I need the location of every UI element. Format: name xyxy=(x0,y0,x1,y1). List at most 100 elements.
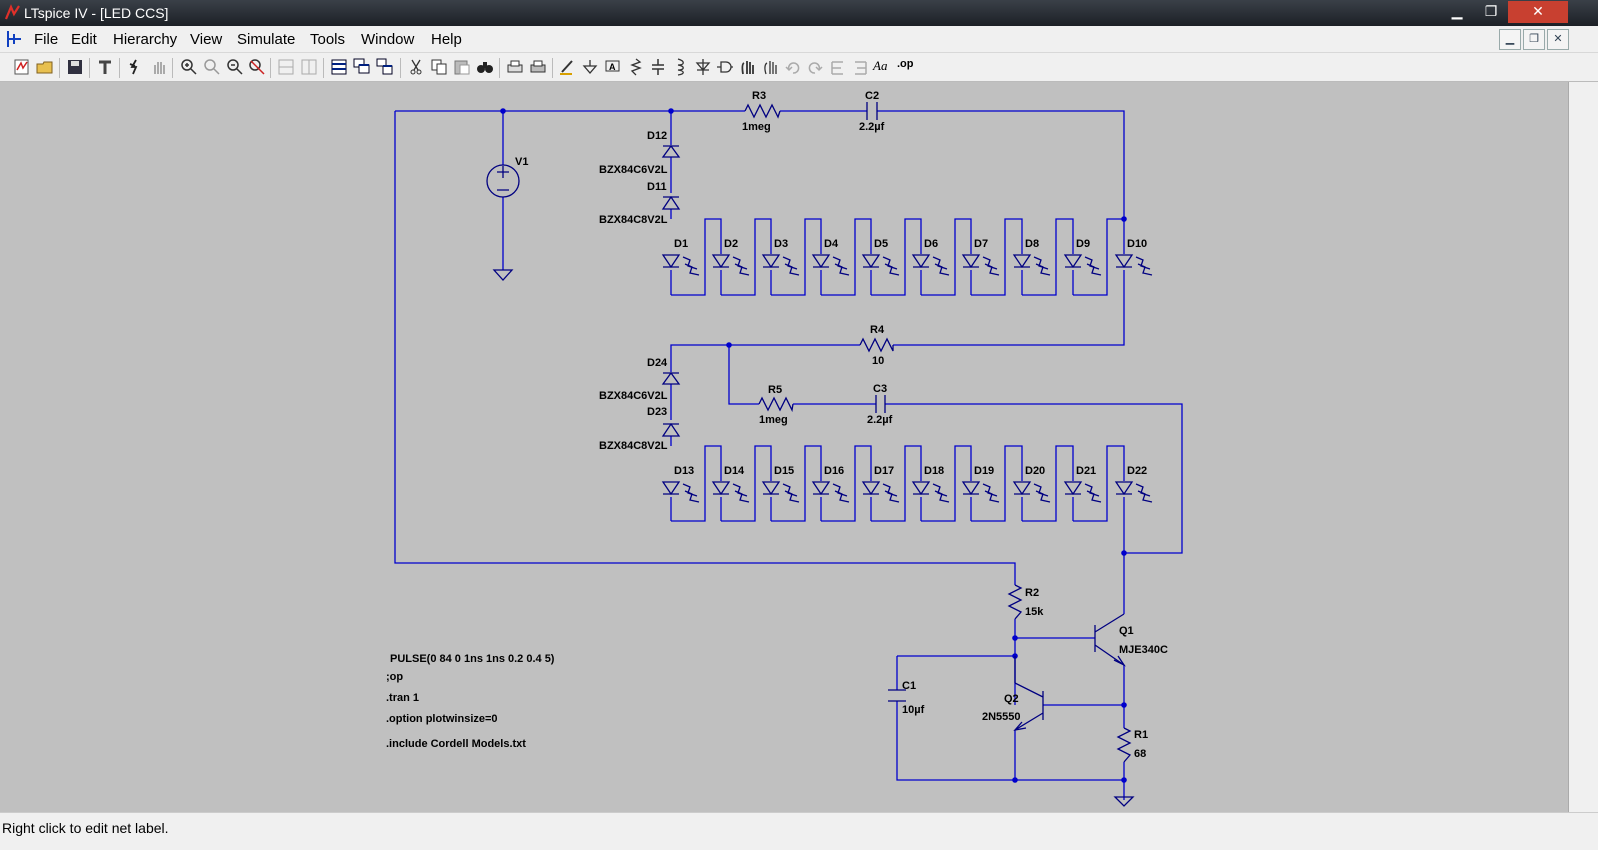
run-icon[interactable] xyxy=(126,58,144,76)
doc-minimize-button[interactable]: ▁ xyxy=(1499,29,1521,50)
save-icon[interactable] xyxy=(66,58,84,76)
resistor-r2[interactable]: R2 15k xyxy=(1007,584,1044,620)
led-bridge-wire[interactable] xyxy=(871,445,922,522)
led-bridge-wire[interactable] xyxy=(821,445,872,522)
text-icon[interactable]: Aa xyxy=(873,58,888,73)
voltage-source-v1[interactable]: V1 xyxy=(486,111,528,281)
led-bridge-wire[interactable] xyxy=(1022,218,1074,296)
led-d15[interactable]: D15 xyxy=(761,465,800,503)
wire-top[interactable] xyxy=(395,110,1125,219)
tile-vertical-icon[interactable] xyxy=(300,58,318,76)
led-d14[interactable]: D14 xyxy=(711,465,750,503)
transistor-q2[interactable]: Q2 2N5550 xyxy=(982,656,1044,731)
component-icon[interactable] xyxy=(716,58,734,76)
led-d9[interactable]: D9 xyxy=(1063,238,1102,276)
capacitor-c2[interactable]: C2 2.2µf xyxy=(859,90,885,133)
resistor-r4[interactable]: R4 10 xyxy=(859,324,894,367)
directive-include[interactable]: .include Cordell Models.txt xyxy=(386,738,526,750)
close-window-icon[interactable] xyxy=(353,58,371,76)
zener-d24[interactable]: D24 BZX84C6V2L xyxy=(599,357,681,446)
vertical-scrollbar[interactable] xyxy=(1569,82,1598,812)
led-d4[interactable]: D4 xyxy=(811,238,850,276)
directive-pulse[interactable]: PULSE(0 84 0 1ns 1ns 0.2 0.4 5) xyxy=(390,653,555,665)
led-d3[interactable]: D3 xyxy=(761,238,800,276)
tile-horizontal-icon[interactable] xyxy=(277,58,295,76)
menu-window[interactable]: Window xyxy=(361,31,415,48)
led-d16[interactable]: D16 xyxy=(811,465,850,503)
resistor-r3[interactable]: R3 1meg xyxy=(742,90,781,133)
led-bridge-wire[interactable] xyxy=(921,218,972,296)
led-d17[interactable]: D17 xyxy=(861,465,900,503)
menu-file[interactable]: File xyxy=(34,31,59,48)
led-d19[interactable]: D19 xyxy=(961,465,1000,503)
draw-wire-icon[interactable] xyxy=(558,58,576,76)
paste-icon[interactable] xyxy=(453,58,471,76)
menu-view[interactable]: View xyxy=(190,31,223,48)
transistor-q1[interactable]: Q1 MJE340C xyxy=(1094,613,1168,667)
diode-icon[interactable] xyxy=(694,58,712,76)
doc-close-button[interactable]: ✕ xyxy=(1547,29,1569,50)
zoom-cancel-icon[interactable] xyxy=(248,58,266,76)
zoom-in-icon[interactable] xyxy=(180,58,198,76)
led-d5[interactable]: D5 xyxy=(861,238,900,276)
resistor-r5[interactable]: R5 1meg xyxy=(758,384,794,426)
resistor-icon[interactable] xyxy=(627,58,645,76)
halt-icon[interactable] xyxy=(150,58,168,76)
schematic-canvas[interactable]: V1 R3 1meg C2 2.2µf D12 BZX84C6V2L D11 B… xyxy=(0,82,1569,812)
led-bridge-wire[interactable] xyxy=(821,218,872,296)
zoom-out-icon[interactable] xyxy=(226,58,244,76)
led-bridge-wire[interactable] xyxy=(871,218,922,296)
led-bridge-wire[interactable] xyxy=(671,218,722,296)
arrange-icon[interactable] xyxy=(376,58,394,76)
drag-icon[interactable] xyxy=(762,58,780,76)
led-bridge-wire[interactable] xyxy=(721,445,772,522)
maximize-button[interactable]: ❐ xyxy=(1484,4,1498,20)
ground-icon[interactable] xyxy=(581,58,599,76)
led-d1[interactable]: D1 xyxy=(661,238,700,276)
led-d6[interactable]: D6 xyxy=(911,238,950,276)
menu-edit[interactable]: Edit xyxy=(71,31,97,48)
led-d18[interactable]: D18 xyxy=(911,465,950,503)
menu-simulate[interactable]: Simulate xyxy=(237,31,296,48)
led-bridge-wire[interactable] xyxy=(1022,445,1074,522)
new-schematic-icon[interactable] xyxy=(13,58,31,76)
led-bridge-wire[interactable] xyxy=(721,218,772,296)
zoom-fit-icon[interactable] xyxy=(203,58,221,76)
led-d10[interactable]: D10 xyxy=(1114,238,1153,276)
cascade-icon[interactable] xyxy=(330,58,348,76)
led-d7[interactable]: D7 xyxy=(961,238,1000,276)
minimize-button[interactable]: ▁ xyxy=(1451,4,1463,20)
directive-tran[interactable]: .tran 1 xyxy=(386,692,419,704)
schematic-drawing[interactable]: V1 R3 1meg C2 2.2µf D12 BZX84C6V2L D11 B… xyxy=(0,82,1568,812)
wire-r5-c3[interactable] xyxy=(793,403,1183,554)
led-bridge-wire[interactable] xyxy=(971,218,1023,296)
led-bridge-wire[interactable] xyxy=(771,218,822,296)
capacitor-icon[interactable] xyxy=(649,58,667,76)
inductor-icon[interactable] xyxy=(671,58,689,76)
zener-d11[interactable]: D11 BZX84C8V2L xyxy=(599,181,681,226)
led-bridge-wire[interactable] xyxy=(971,445,1023,522)
control-panel-icon[interactable] xyxy=(96,58,114,76)
led-d8[interactable]: D8 xyxy=(1012,238,1051,276)
close-button[interactable]: ✕ xyxy=(1508,1,1568,23)
ground-symbol[interactable] xyxy=(1113,796,1135,807)
find-icon[interactable] xyxy=(476,58,494,76)
directive-option[interactable]: .option plotwinsize=0 xyxy=(386,713,498,725)
rotate-icon[interactable] xyxy=(829,58,847,76)
move-icon[interactable] xyxy=(739,58,757,76)
led-d22[interactable]: D22 xyxy=(1114,465,1153,503)
open-icon[interactable] xyxy=(36,58,54,76)
led-bridge-wire[interactable] xyxy=(921,445,972,522)
zener-d12[interactable]: D12 BZX84C6V2L xyxy=(599,111,681,219)
print-icon[interactable] xyxy=(529,58,547,76)
redo-icon[interactable] xyxy=(806,58,824,76)
cut-icon[interactable] xyxy=(407,58,425,76)
wire-r2-base[interactable] xyxy=(896,619,1125,800)
resistor-r1[interactable]: R1 68 xyxy=(1116,727,1148,763)
wire-left[interactable] xyxy=(394,111,1016,585)
led-bridge-wire[interactable] xyxy=(771,445,822,522)
label-net-icon[interactable]: A xyxy=(604,58,622,76)
capacitor-c1[interactable]: C1 10µf xyxy=(888,680,925,716)
zener-d23[interactable]: D23 BZX84C8V2L xyxy=(599,406,681,452)
wire-r4[interactable] xyxy=(670,295,1125,405)
